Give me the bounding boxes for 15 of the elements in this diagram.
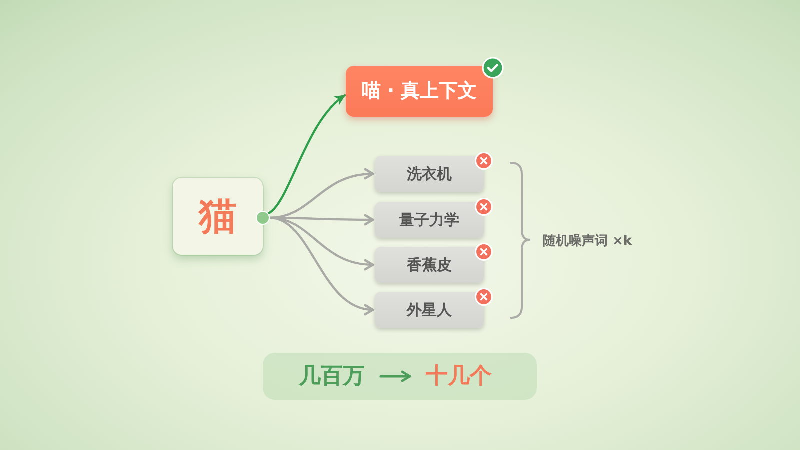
term-text: 猫 (199, 194, 237, 240)
brace-label: 随机噪声词 ×k (543, 233, 632, 250)
word-text: 洗衣机 (407, 165, 452, 183)
arrow (268, 216, 374, 315)
term-card (173, 178, 263, 255)
count-text: 几百万 (299, 353, 365, 400)
count-text: 十几个 (426, 353, 492, 400)
word-text: 量子力学 (400, 211, 460, 229)
result-text: 喵 · 真上下文 (362, 80, 478, 103)
word-text: 香蕉皮 (407, 256, 452, 274)
connector-dot (256, 211, 270, 225)
arrow (266, 94, 346, 216)
summary-band (263, 353, 537, 400)
word-text: 外星人 (407, 301, 452, 319)
arrow (380, 370, 412, 382)
